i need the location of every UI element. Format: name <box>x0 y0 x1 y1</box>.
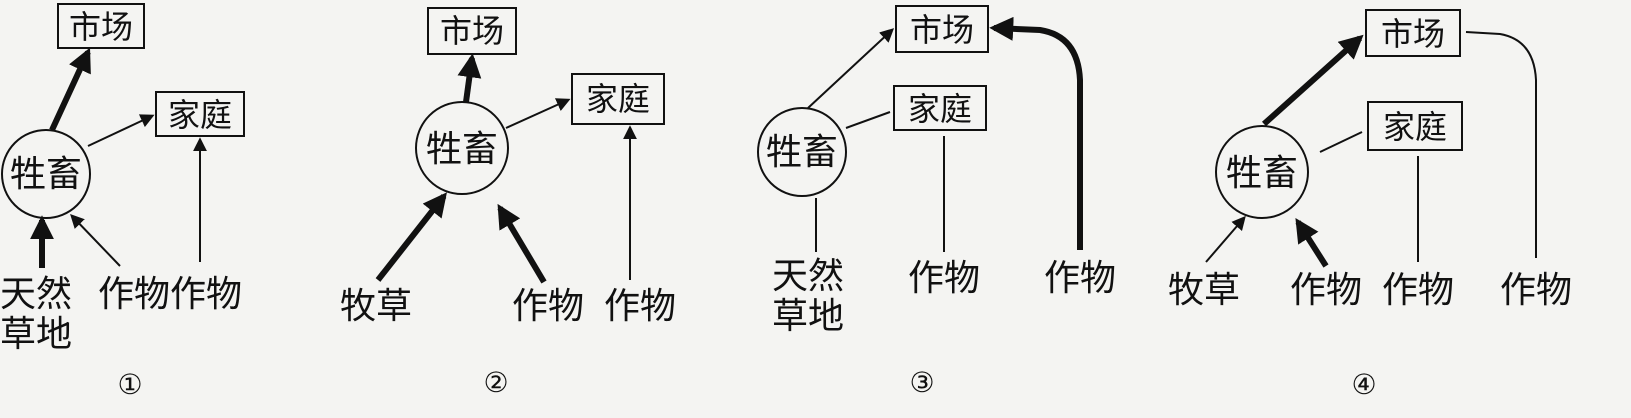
arrow-livestock-to-market <box>49 47 91 132</box>
family-label: 家庭 <box>168 96 232 134</box>
market-label: 市场 <box>69 8 133 46</box>
family-label: 家庭 <box>908 90 972 128</box>
arrow-pasture-to-livestock <box>375 192 447 282</box>
input-crop-family: 作物 <box>1382 270 1454 311</box>
livestock-node <box>415 101 509 195</box>
diagram-number: ① <box>117 368 142 401</box>
market-box <box>1365 9 1461 57</box>
diagram-1: 市场 家庭 牲畜 天然 草地 作物 作物 ① <box>0 3 245 401</box>
input-crop-livestock: 作物 <box>98 274 170 315</box>
input-grassland-line1: 天然 <box>0 274 72 315</box>
livestock-label: 牲畜 <box>10 154 82 195</box>
arrow-livestock-to-market <box>807 28 895 109</box>
arrow-crop-to-livestock <box>70 213 121 267</box>
diagram-number: ④ <box>1351 368 1376 401</box>
diagram-3: 市场 家庭 牲畜 天然 草地 作物 作物 ③ <box>757 5 1116 399</box>
line-livestock-to-family <box>845 111 891 129</box>
line-livestock-to-family <box>1319 131 1363 153</box>
arrow-livestock-to-market <box>457 53 482 103</box>
livestock-node <box>757 107 847 197</box>
market-label: 市场 <box>910 11 974 49</box>
input-crop-livestock: 作物 <box>512 286 584 327</box>
diagram-number: ③ <box>909 366 934 399</box>
arrow-crop-to-market <box>989 16 1083 250</box>
input-crop-livestock: 作物 <box>1290 270 1362 311</box>
arrow-pasture-to-livestock <box>1205 215 1246 263</box>
family-label: 家庭 <box>586 80 650 118</box>
arrow-crop-to-livestock <box>1295 217 1329 268</box>
input-crop-family: 作物 <box>908 258 980 299</box>
input-pasture: 牧草 <box>1168 270 1240 311</box>
family-box <box>893 85 987 131</box>
input-pasture: 牧草 <box>340 286 412 327</box>
family-box <box>571 73 665 125</box>
arrow-livestock-to-family <box>87 114 155 147</box>
market-label: 市场 <box>440 12 504 50</box>
input-crop-family: 作物 <box>170 274 242 315</box>
arrow-livestock-to-family <box>505 98 571 129</box>
input-crop-market: 作物 <box>1044 258 1116 299</box>
family-box <box>1367 101 1463 151</box>
market-box <box>895 5 989 53</box>
family-label: 家庭 <box>1383 108 1447 146</box>
diagram-4: 市场 家庭 牲畜 牧草 作物 作物 作物 ④ <box>1168 9 1572 401</box>
family-box <box>155 91 245 137</box>
livestock-label: 牲畜 <box>426 129 498 170</box>
input-crop-market: 作物 <box>1500 270 1572 311</box>
arrow-livestock-to-market <box>1261 34 1364 127</box>
input-grassland-line2: 草地 <box>0 314 72 355</box>
livestock-label: 牲畜 <box>766 132 838 173</box>
diagram-2: 市场 家庭 牲畜 牧草 作物 作物 ② <box>340 7 676 399</box>
arrow-crop-to-livestock <box>497 203 547 284</box>
input-grassland-line2: 草地 <box>772 296 844 337</box>
market-label: 市场 <box>1381 15 1445 53</box>
livestock-node <box>1215 125 1309 219</box>
input-crop-family: 作物 <box>604 286 676 327</box>
livestock-label: 牲畜 <box>1226 153 1298 194</box>
input-grassland-line1: 天然 <box>772 256 844 297</box>
diagram-number: ② <box>483 366 508 399</box>
market-box <box>57 3 145 49</box>
line-crop-to-market <box>1465 31 1537 258</box>
